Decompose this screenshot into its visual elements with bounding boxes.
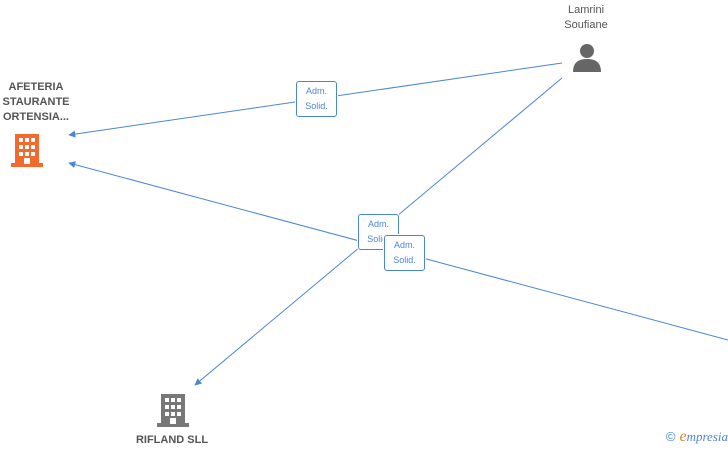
- building-icon[interactable]: [157, 393, 189, 427]
- edge-label-line1: Adm.: [393, 240, 415, 250]
- edge-label-line1: Adm.: [367, 219, 389, 229]
- brand-name: mpresia: [686, 429, 728, 444]
- edge-label-adm-solid[interactable]: Adm. Solid.: [296, 81, 337, 117]
- person-label[interactable]: Lamrini Soufiane: [564, 4, 608, 31]
- edge-label-adm-solid[interactable]: Adm. Solid.: [384, 235, 425, 271]
- edge-label-line1: Adm.: [305, 86, 327, 96]
- edge-label-line2: Solid.: [393, 255, 416, 265]
- building-icon[interactable]: [11, 133, 43, 167]
- person-icon[interactable]: [572, 42, 602, 72]
- empresia-watermark: ©empresia: [666, 428, 728, 446]
- main-company-label[interactable]: AFETERIA STAURANTE ORTENSIA...: [2, 81, 70, 123]
- edge-label-line2: Solid.: [305, 101, 328, 111]
- edge-label-line2: Solid.: [367, 234, 390, 244]
- brand-initial: e: [679, 428, 687, 445]
- copyright-icon: ©: [665, 429, 676, 444]
- rifland-label[interactable]: RIFLAND SLL: [135, 434, 209, 446]
